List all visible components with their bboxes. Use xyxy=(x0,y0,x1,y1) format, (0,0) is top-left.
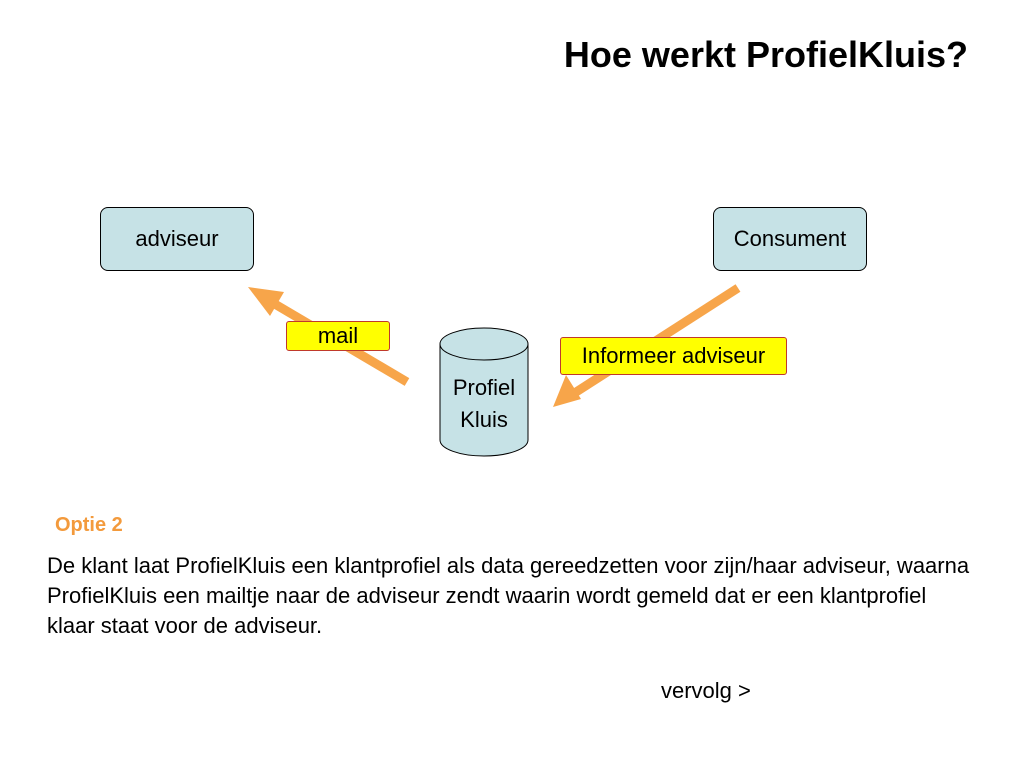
node-consument-label: Consument xyxy=(733,226,847,251)
database-label-line1: Profiel xyxy=(452,375,516,400)
optie-heading: Optie 2 xyxy=(55,514,123,536)
vervolg-link[interactable]: vervolg > xyxy=(661,678,751,703)
database-label-line2: Kluis xyxy=(460,407,508,432)
database-label: Profiel Kluis xyxy=(440,372,528,436)
node-adviseur: adviseur xyxy=(100,207,254,271)
informeer-label: Informeer adviseur xyxy=(560,337,787,375)
informeer-label-text: Informeer adviseur xyxy=(581,343,766,368)
description-text: De klant laat ProfielKluis een klantprof… xyxy=(47,553,970,638)
node-consument: Consument xyxy=(713,207,867,271)
mail-label: mail xyxy=(286,321,390,351)
database-cylinder xyxy=(439,327,529,457)
mail-label-text: mail xyxy=(317,323,359,348)
page-title: Hoe werkt ProfielKluis? xyxy=(563,34,968,75)
node-adviseur-label: adviseur xyxy=(135,226,219,251)
